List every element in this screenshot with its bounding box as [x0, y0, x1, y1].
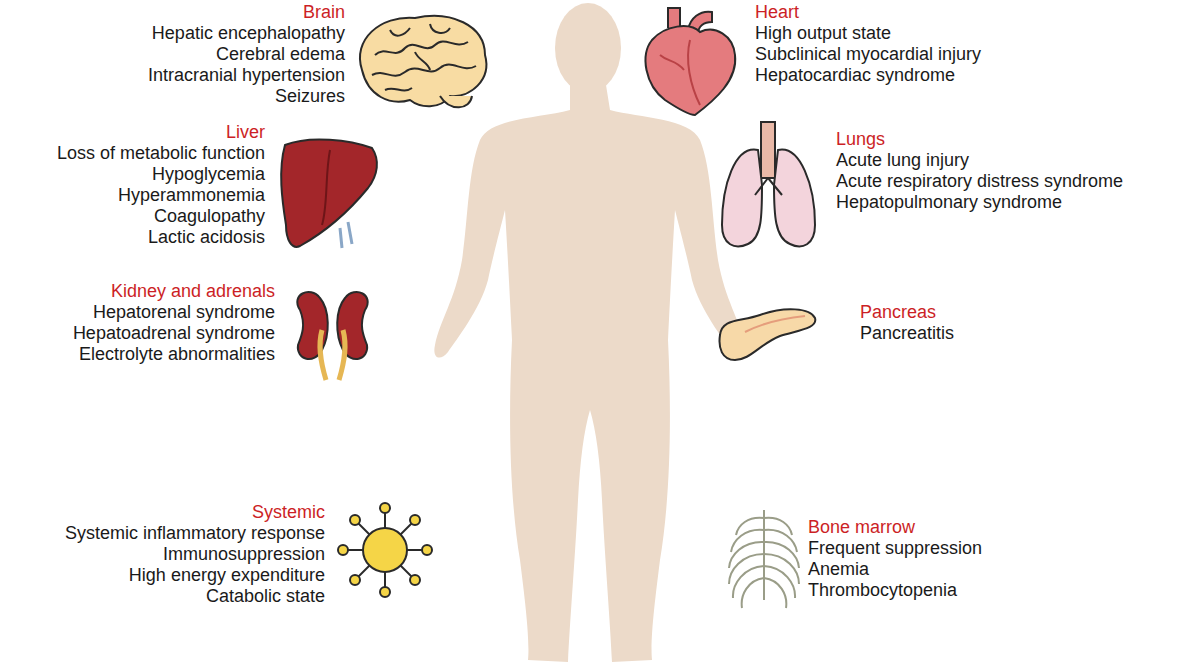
- kidney-group: Kidney and adrenalsHepatorenal syndromeH…: [73, 281, 275, 365]
- organ-heading: Bone marrow: [808, 517, 982, 538]
- inflammation-icon-part: [380, 503, 390, 513]
- lungs-icon-part: [722, 150, 762, 247]
- kidneys-icon-part: [297, 292, 327, 359]
- complication-item: Pancreatitis: [860, 323, 954, 344]
- complication-item: Seizures: [148, 86, 345, 107]
- complication-item: High output state: [755, 23, 981, 44]
- inflammation-icon-part: [350, 515, 360, 525]
- brain-icon-part: [360, 16, 486, 106]
- complication-item: Hepatocardiac syndrome: [755, 65, 981, 86]
- organ-heading: Systemic: [65, 502, 325, 523]
- lungs-group: LungsAcute lung injuryAcute respiratory …: [836, 129, 1123, 213]
- lungs-icon-part: [755, 178, 782, 195]
- complication-item: Subclinical myocardial injury: [755, 44, 981, 65]
- complication-item: Hepatorenal syndrome: [73, 302, 275, 323]
- bone-marrow-group: Bone marrowFrequent suppressionAnemiaThr…: [808, 517, 982, 601]
- ribcage-icon: [729, 510, 799, 608]
- complication-item: Hepatic encephalopathy: [148, 23, 345, 44]
- organ-heading: Pancreas: [860, 302, 954, 323]
- complication-item: Coagulopathy: [57, 206, 265, 227]
- inflammation-icon-part: [422, 545, 432, 555]
- complication-item: Hyperammonemia: [57, 185, 265, 206]
- brain-group: BrainHepatic encephalopathyCerebral edem…: [148, 2, 345, 107]
- lungs-icon: [722, 122, 815, 246]
- pancreas-icon: [720, 309, 816, 360]
- complication-item: Intracranial hypertension: [148, 65, 345, 86]
- inflammation-icon-part: [338, 545, 348, 555]
- pancreas-icon-part: [745, 316, 805, 332]
- complication-item: Electrolyte abnormalities: [73, 344, 275, 365]
- complication-item: Hypoglycemia: [57, 164, 265, 185]
- liver-icon: [281, 139, 377, 248]
- lungs-icon-part: [774, 150, 815, 247]
- body-silhouette: [434, 3, 745, 662]
- body-silhouette-part: [555, 3, 621, 93]
- complication-item: Immunosuppression: [65, 544, 325, 565]
- complication-item: Cerebral edema: [148, 44, 345, 65]
- brain-icon-part: [440, 96, 472, 107]
- systemic-group: SystemicSystemic inflammatory responseIm…: [65, 502, 325, 607]
- ribcage-icon-part: [742, 578, 787, 608]
- heart-icon-part: [660, 55, 684, 70]
- kidneys-icon-part: [320, 330, 326, 380]
- complication-item: High energy expenditure: [65, 565, 325, 586]
- organ-heading: Kidney and adrenals: [73, 281, 275, 302]
- liver-group: LiverLoss of metabolic functionHypoglyce…: [57, 122, 265, 248]
- kidneys-icon-part: [337, 292, 367, 359]
- complication-item: Frequent suppression: [808, 538, 982, 559]
- kidneys-icon: [297, 292, 367, 380]
- organ-heading: Lungs: [836, 129, 1123, 150]
- heart-icon: [646, 8, 736, 115]
- pancreas-icon-part: [720, 309, 816, 360]
- pancreas-group: PancreasPancreatitis: [860, 302, 954, 344]
- liver-icon-part: [322, 150, 330, 225]
- inflammation-icon-part: [410, 515, 420, 525]
- heart-icon-part: [646, 26, 736, 115]
- brain-icon-part: [390, 28, 410, 36]
- brain-icon: [360, 16, 486, 107]
- complication-item: Systemic inflammatory response: [65, 523, 325, 544]
- inflammation-icon-part: [410, 575, 420, 585]
- body-silhouette-part: [434, 85, 745, 662]
- complication-item: Anemia: [808, 559, 982, 580]
- organ-heading: Liver: [57, 122, 265, 143]
- complication-item: Catabolic state: [65, 586, 325, 607]
- inflammation-icon-part: [350, 575, 360, 585]
- heart-group: HeartHigh output stateSubclinical myocar…: [755, 2, 981, 86]
- ribcage-icon-part: [733, 566, 795, 598]
- complication-item: Hepatopulmonary syndrome: [836, 192, 1123, 213]
- complication-item: Loss of metabolic function: [57, 143, 265, 164]
- organ-heading: Heart: [755, 2, 981, 23]
- inflammation-icon: [338, 503, 432, 597]
- brain-icon-part: [372, 65, 476, 76]
- brain-icon-part: [375, 41, 468, 55]
- complication-item: Hepatoadrenal syndrome: [73, 323, 275, 344]
- ribcage-icon-part: [736, 518, 792, 535]
- lungs-icon-part: [761, 122, 775, 178]
- inflammation-icon-part: [380, 587, 390, 597]
- kidneys-icon-part: [339, 330, 345, 380]
- brain-icon-part: [430, 24, 450, 33]
- brain-icon-part: [385, 88, 412, 91]
- liver-icon-part: [281, 139, 377, 246]
- complication-item: Thrombocytopenia: [808, 580, 982, 601]
- brain-icon-part: [415, 52, 430, 70]
- complication-item: Lactic acidosis: [57, 227, 265, 248]
- complication-item: Acute lung injury: [836, 150, 1123, 171]
- organ-heading: Brain: [148, 2, 345, 23]
- heart-icon-part: [688, 40, 700, 105]
- liver-icon-part: [340, 222, 352, 248]
- complication-item: Acute respiratory distress syndrome: [836, 171, 1123, 192]
- inflammation-icon-part: [363, 528, 407, 572]
